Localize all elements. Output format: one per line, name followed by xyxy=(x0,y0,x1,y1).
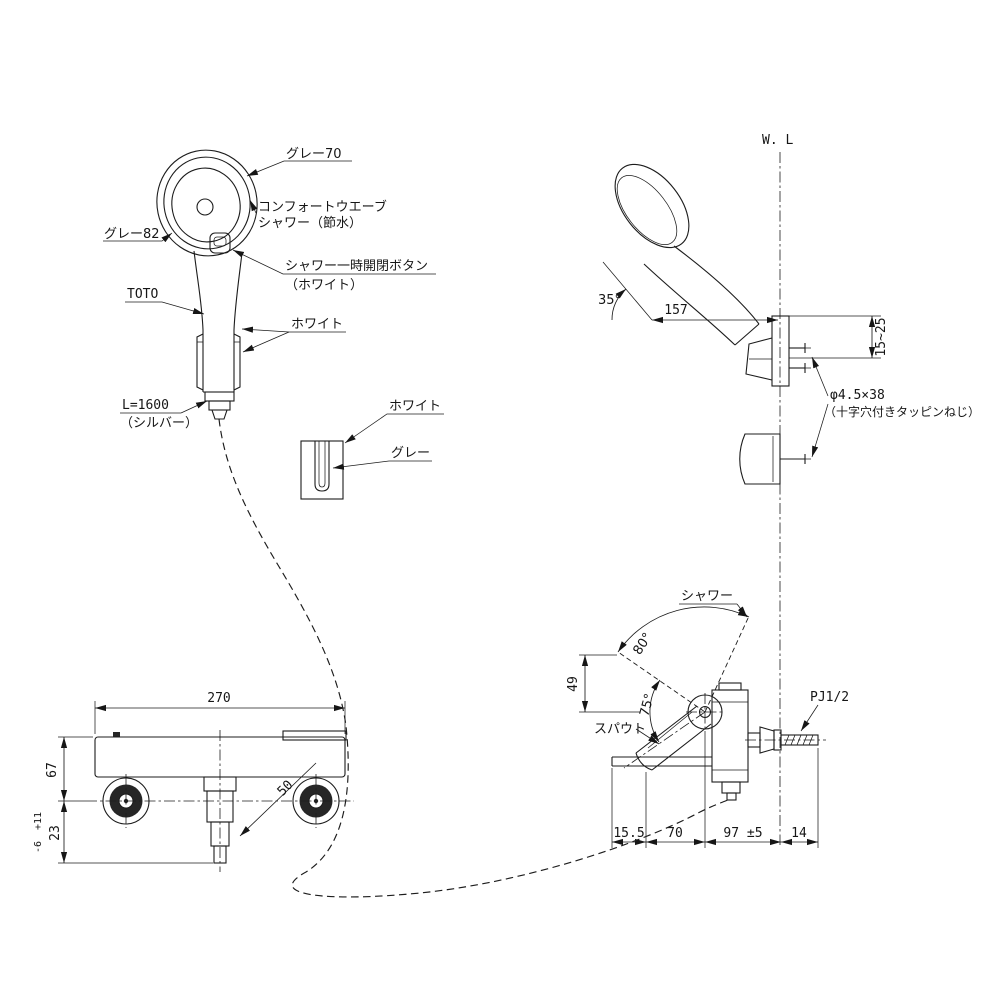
mounting-screw xyxy=(789,343,811,353)
thread-label: PJ1/2 xyxy=(810,690,849,705)
spout-label: スパウト xyxy=(594,722,646,737)
label-gray82-group: グレー82 xyxy=(103,227,173,243)
shower-swing-group: 80° シャワー xyxy=(617,589,750,713)
swing-angle-value: 80° xyxy=(630,630,655,657)
label-pause-1: シャワー一時開閉ボタン xyxy=(285,259,428,274)
brand-label: TOTO xyxy=(127,287,158,302)
label-holder-outer: ホワイト xyxy=(389,399,441,414)
height23-value: 23 xyxy=(48,825,63,841)
label-pause-2: （ホワイト） xyxy=(285,278,363,293)
label-spray-1: コンフォートウエーブ xyxy=(258,199,387,215)
screw-spec-2: （十字穴付きタッピンねじ） xyxy=(824,404,980,419)
label-comfort-wave-group: コンフォートウエーブ シャワー（節水） xyxy=(249,199,387,231)
label-hose-1: L=1600 xyxy=(122,398,169,413)
height67-dimension: 67 xyxy=(45,736,93,802)
faucet-front-view: 270 67 23 +11 -6 50 xyxy=(33,691,354,872)
upper-wall-bracket xyxy=(745,315,811,387)
label-gray70-group: グレー70 xyxy=(246,147,352,177)
faucet-side-view: 80° シャワー 49 75° スパウト xyxy=(566,589,849,848)
dim-97: 97 ±5 xyxy=(723,826,762,841)
handshower-front-view: グレー70 グレー82 コンフォートウエーブ シャワー（節水） シャワー一時開閉… xyxy=(103,147,436,431)
label-holder-gray-group: グレー xyxy=(332,446,432,470)
spout-angle-value: 75° xyxy=(637,692,657,718)
shower-elbow xyxy=(623,693,724,769)
wall-connection xyxy=(745,726,826,754)
label-hose-spec-group: L=1600 （シルバー） xyxy=(120,398,208,431)
tolerance-minus: -6 xyxy=(33,841,44,853)
screw-range-value: 15~25 xyxy=(874,317,889,356)
label-brand-group: TOTO xyxy=(125,287,205,315)
lower-wall-bracket xyxy=(739,433,811,485)
handshower-side-profile xyxy=(614,163,760,346)
label-head-face-color: グレー70 xyxy=(286,147,342,162)
tolerance-plus: +11 xyxy=(33,812,44,830)
label-grip-color: ホワイト xyxy=(291,317,343,332)
side-spout xyxy=(611,705,712,771)
head-angle-label: 35° xyxy=(598,293,621,308)
hose-nipple xyxy=(721,781,741,794)
water-line-label: W. L xyxy=(762,133,793,148)
hose-connector xyxy=(204,391,235,420)
holder-section-detail: ホワイト グレー xyxy=(300,399,444,500)
pause-button xyxy=(209,232,231,254)
dim-14: 14 xyxy=(791,826,807,841)
shower-head xyxy=(156,149,258,257)
installation-side-view: W. L xyxy=(598,133,980,845)
screw-spec-callout: φ4.5×38 （十字穴付きタッピンねじ） xyxy=(811,356,980,458)
indicator-mark xyxy=(113,732,120,737)
label-head-body-color: グレー82 xyxy=(104,227,160,242)
screw-spec-1: φ4.5×38 xyxy=(830,388,885,403)
handle-lever xyxy=(282,730,347,741)
width-value: 270 xyxy=(207,691,230,706)
width-dimension: 270 xyxy=(94,691,346,734)
grip-holder xyxy=(196,333,241,391)
label-holder-white-group: ホワイト xyxy=(344,399,444,444)
head-angle-group: 35° xyxy=(598,261,653,321)
spout-label-group: スパウト xyxy=(594,722,660,745)
shower-hose-curve xyxy=(218,418,731,898)
height49-dimension: 49 xyxy=(566,654,640,713)
bottom-dimension-chain: 15.5 70 97 ±5 14 xyxy=(611,731,819,848)
label-holder-inner: グレー xyxy=(391,446,430,461)
mounting-screw xyxy=(780,454,811,464)
label-grip-color-group: ホワイト xyxy=(241,317,346,353)
label-spray-2: シャワー（節水） xyxy=(258,216,362,231)
handle xyxy=(193,250,243,393)
screw-range-dimension: 15~25 xyxy=(789,315,889,359)
thread-label-group: PJ1/2 xyxy=(800,690,849,732)
height67-value: 67 xyxy=(45,762,60,778)
height49-value: 49 xyxy=(566,676,581,692)
dim-15-5: 15.5 xyxy=(613,826,644,841)
mounting-screw xyxy=(789,363,811,373)
dim-70: 70 xyxy=(667,826,683,841)
reach-dimension: 157 xyxy=(652,303,778,324)
reach-value: 157 xyxy=(664,303,687,318)
label-pause-button-group: シャワー一時開閉ボタン （ホワイト） xyxy=(232,249,436,293)
label-hose-2: （シルバー） xyxy=(120,416,198,431)
shower-direction-label: シャワー xyxy=(681,589,733,604)
height23-dimension: 23 +11 -6 xyxy=(33,801,213,864)
